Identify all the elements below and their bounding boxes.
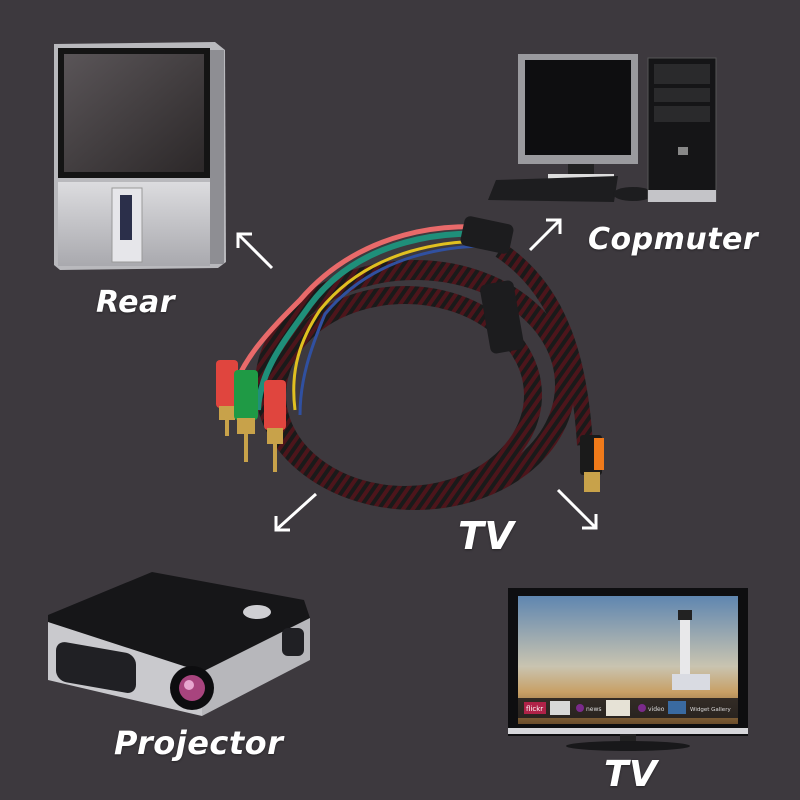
arrow-to-rear-icon [236, 232, 274, 270]
cable-image [216, 216, 604, 510]
desktop-computer [488, 42, 718, 202]
label-computer: Copmuter [588, 222, 759, 257]
svg-text:Widget Gallery: Widget Gallery [690, 707, 731, 713]
arrow-to-tv-icon [556, 488, 598, 530]
computer-image [488, 54, 717, 202]
flat-screen-tv: flickr news video Widget Gallery [508, 588, 748, 752]
label-tv-bottom: TV [604, 754, 658, 795]
rear-tv-image [54, 42, 226, 270]
arrow-to-computer-icon [528, 218, 562, 252]
rear-projection-tv [50, 40, 230, 270]
svg-text:news: news [586, 706, 602, 713]
arrow-to-projector-icon [274, 492, 318, 532]
flickr-widget: flickr [526, 705, 543, 713]
tv-image: flickr news video Widget Gallery [508, 588, 748, 751]
hdmi-component-cable [200, 210, 620, 540]
rca-plug-red-2 [264, 380, 286, 472]
projector-image [48, 572, 310, 716]
label-tv-center: TV [458, 514, 515, 558]
rca-plug-green [234, 370, 258, 462]
label-projector: Projector [114, 724, 284, 762]
rca-plug-red-1 [216, 360, 238, 436]
svg-text:video: video [648, 706, 665, 713]
label-rear: Rear [96, 285, 175, 320]
projector [42, 560, 314, 720]
hdmi-plug [580, 435, 604, 492]
